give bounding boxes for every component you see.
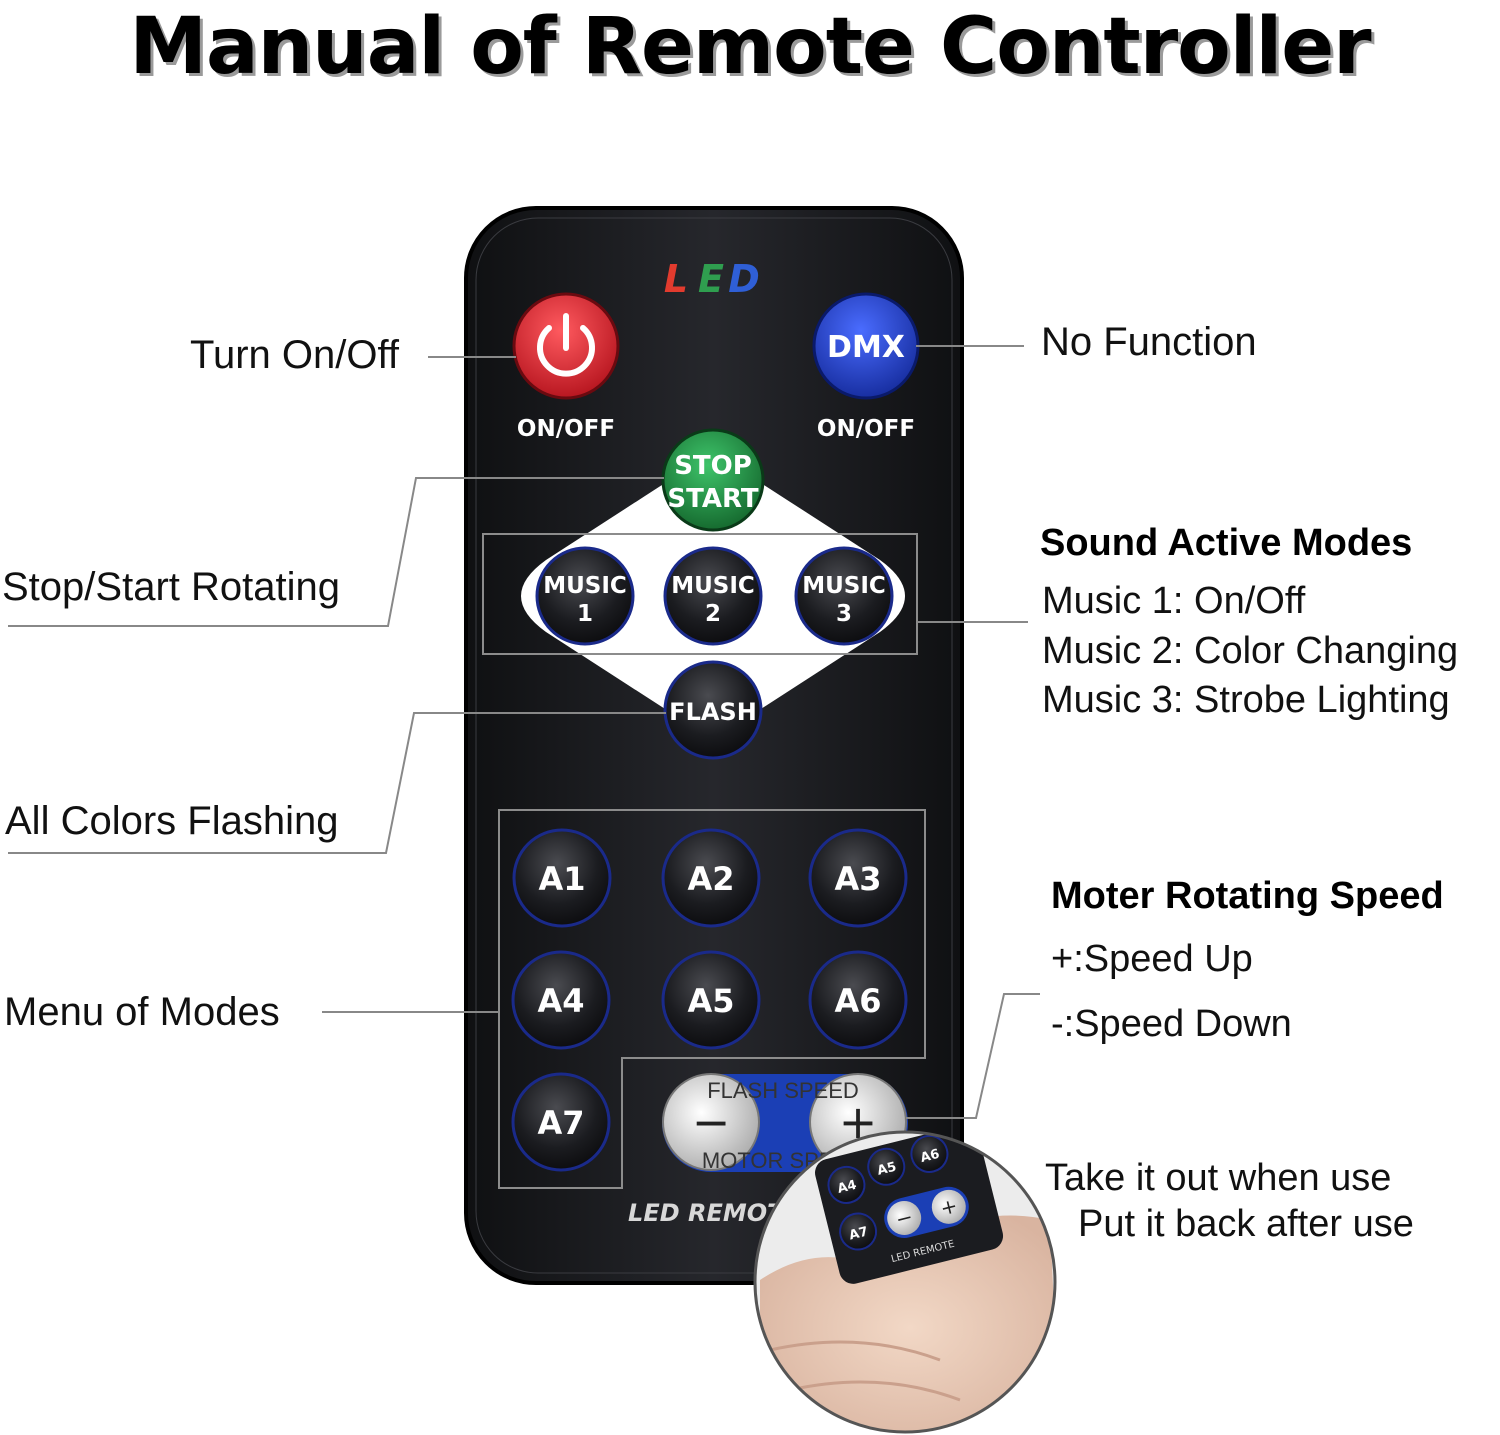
music-3-label: MUSIC: [802, 573, 886, 599]
callout-turn-on-off: Turn On/Off: [190, 333, 399, 377]
start-label: START: [667, 484, 758, 514]
mini-a7: A7: [848, 1224, 870, 1243]
inset-caption-2: Put it back after use: [1078, 1203, 1414, 1245]
brand-letter-e: E: [698, 257, 724, 301]
callout-stop-start: Stop/Start Rotating: [2, 565, 340, 609]
callout-menu-modes: Menu of Modes: [4, 990, 280, 1034]
mini-a6: A6: [919, 1147, 941, 1166]
mode-a4-label: A4: [537, 982, 584, 1020]
music-1-number: 1: [577, 601, 593, 627]
stop-label: STOP: [674, 451, 752, 481]
music-2-label: MUSIC: [671, 573, 755, 599]
motor-speed-heading: Moter Rotating Speed: [1051, 875, 1444, 917]
sound-item-3: Music 3: Strobe Lighting: [1042, 679, 1450, 721]
mini-a5: A5: [876, 1160, 898, 1179]
dmx-button-label: DMX: [827, 330, 905, 365]
stop-start-button[interactable]: STOP START: [661, 428, 765, 532]
power-label: ON/OFF: [517, 416, 615, 442]
mode-a7-label: A7: [537, 1104, 584, 1142]
inset-photo: A4 A5 A6 A7 − + LED REMOTE: [753, 1130, 1057, 1434]
mini-remote: A4 A5 A6 A7 − + LED REMOTE: [815, 1132, 1004, 1284]
power-button[interactable]: [512, 292, 620, 400]
sound-active-heading: Sound Active Modes: [1040, 522, 1413, 564]
sound-item-1: Music 1: On/Off: [1042, 580, 1306, 622]
music-1-label: MUSIC: [543, 573, 627, 599]
music-2-button[interactable]: MUSIC 2: [663, 546, 763, 646]
callout-no-function: No Function: [1041, 320, 1257, 364]
speed-minus-button[interactable]: −: [662, 1073, 760, 1171]
music-3-button[interactable]: MUSIC 3: [794, 546, 894, 646]
callout-lines: [8, 345, 1040, 1119]
music-1-button[interactable]: MUSIC 1: [535, 546, 635, 646]
minus-symbol: −: [692, 1095, 731, 1149]
music-group-box: [482, 533, 918, 655]
mode-a2-label: A2: [687, 860, 734, 898]
mode-a6-label: A6: [834, 982, 881, 1020]
mode-a3-button[interactable]: A3: [808, 828, 908, 928]
power-icon: [537, 313, 595, 377]
mode-a7-button[interactable]: A7: [511, 1072, 611, 1172]
mini-minus: −: [893, 1204, 915, 1231]
brand-letter-d: D: [728, 257, 760, 301]
dmx-label: ON/OFF: [817, 416, 915, 442]
mode-a1-label: A1: [538, 860, 585, 898]
motor-speed-down: -:Speed Down: [1051, 1003, 1292, 1045]
mode-group-box: [498, 809, 926, 1189]
mode-a6-button[interactable]: A6: [808, 950, 908, 1050]
music-3-number: 3: [836, 601, 852, 627]
mode-a3-label: A3: [834, 860, 881, 898]
dmx-button[interactable]: DMX: [812, 292, 920, 400]
mini-plus: +: [938, 1193, 960, 1220]
mini-a4: A4: [836, 1178, 858, 1197]
sound-item-2: Music 2: Color Changing: [1042, 630, 1459, 672]
brand-letter-l: L: [664, 257, 688, 301]
mode-a5-label: A5: [687, 982, 734, 1020]
inset-caption-1: Take it out when use: [1045, 1157, 1392, 1199]
music-2-number: 2: [705, 601, 721, 627]
mode-a4-button[interactable]: A4: [511, 950, 611, 1050]
flash-button[interactable]: FLASH: [663, 660, 763, 760]
callout-all-colors: All Colors Flashing: [5, 799, 339, 843]
motor-speed-up: +:Speed Up: [1051, 938, 1253, 980]
page-title: Manual of Remote Controller: [129, 2, 1371, 92]
flash-speed-label: FLASH SPEED: [707, 1078, 859, 1103]
mode-a5-button[interactable]: A5: [661, 950, 761, 1050]
flash-label: FLASH: [669, 698, 757, 726]
mode-a2-button[interactable]: A2: [661, 828, 761, 928]
mode-a1-button[interactable]: A1: [512, 828, 612, 928]
